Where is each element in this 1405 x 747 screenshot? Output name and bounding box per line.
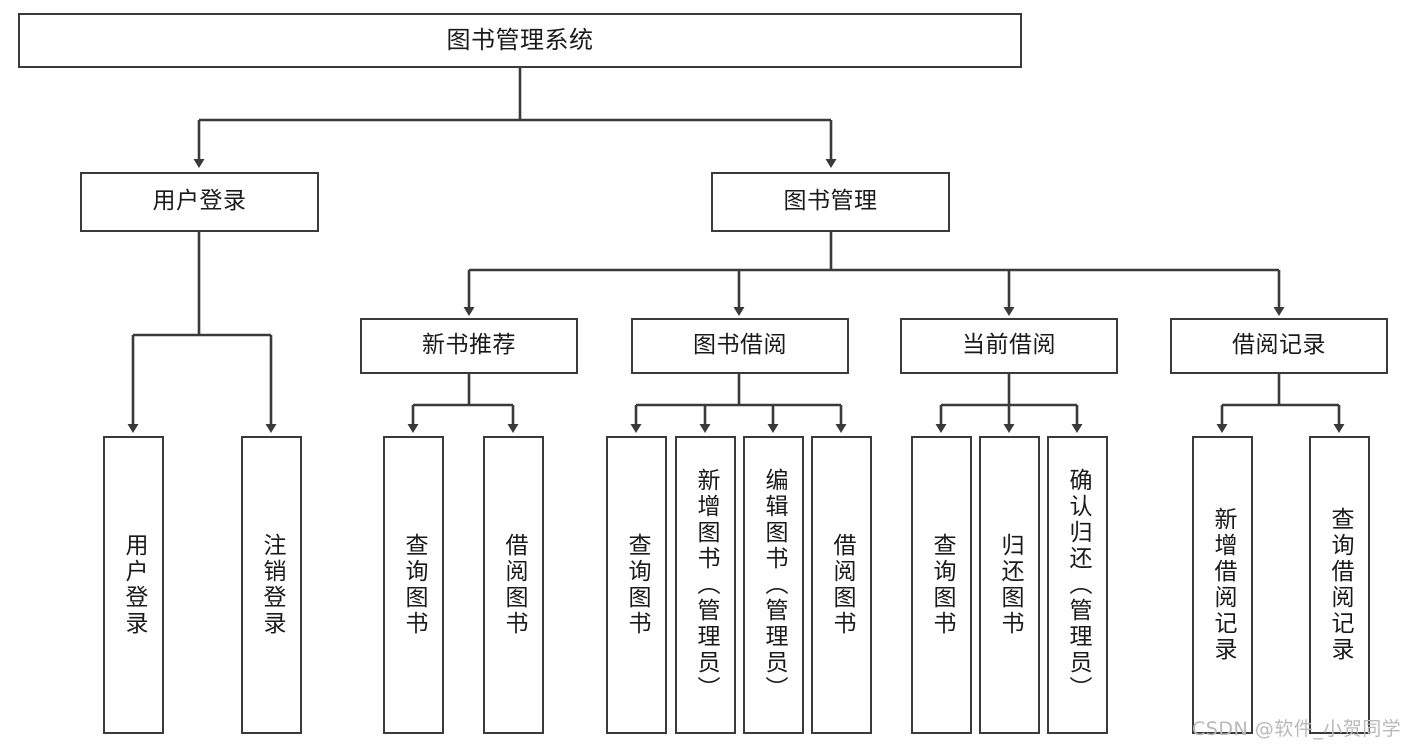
leaf-query-book-recommend[interactable]: 查询图书 [383,436,444,734]
node-current-borrow[interactable]: 当前借阅 [900,318,1118,374]
leaf-query-book-borrow[interactable]: 查询图书 [606,436,667,734]
leaf-borrow-book[interactable]: 借阅图书 [811,436,872,734]
leaf-query-borrow-record[interactable]: 查询借阅记录 [1309,436,1370,734]
node-book-borrow[interactable]: 图书借阅 [631,318,849,374]
node-borrow-record[interactable]: 借阅记录 [1170,318,1388,374]
csdn-watermark: CSDN @软件_小贺同学 [1192,718,1402,740]
leaf-add-book-admin[interactable]: 新增图书（管理员） [675,436,736,734]
node-root-system[interactable]: 图书管理系统 [18,13,1022,68]
leaf-return-book[interactable]: 归还图书 [979,436,1040,734]
leaf-confirm-return-admin[interactable]: 确认归还（管理员） [1047,436,1108,734]
leaf-user-login[interactable]: 用户登录 [103,436,164,734]
leaf-borrow-book-recommend[interactable]: 借阅图书 [483,436,544,734]
node-user-login[interactable]: 用户登录 [80,172,319,232]
leaf-edit-book-admin[interactable]: 编辑图书（管理员） [743,436,804,734]
node-new-book-recommend[interactable]: 新书推荐 [360,318,578,374]
leaf-add-borrow-record[interactable]: 新增借阅记录 [1192,436,1253,734]
leaf-logout[interactable]: 注销登录 [241,436,302,734]
leaf-query-book-current[interactable]: 查询图书 [911,436,972,734]
node-book-management[interactable]: 图书管理 [711,172,950,232]
